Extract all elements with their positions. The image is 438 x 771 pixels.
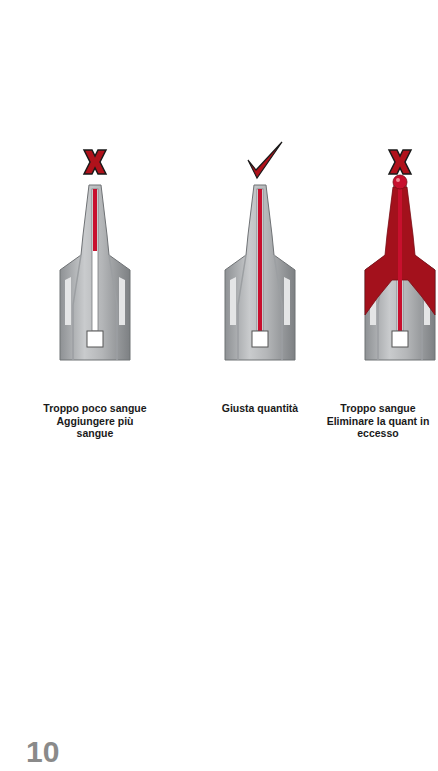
test-strip (365, 175, 435, 360)
correct-mark (248, 142, 282, 178)
wrong-mark (84, 150, 106, 174)
caption: Troppo poco sangue Aggiungere più sangue (43, 402, 147, 440)
caption: Troppo sangue Eliminare la quant in ecce… (324, 402, 432, 440)
caption: Giusta quantità (208, 402, 312, 415)
page-number: 10 (26, 737, 59, 767)
test-strip (60, 185, 130, 360)
test-strip (225, 185, 295, 360)
wrong-mark (389, 150, 411, 174)
